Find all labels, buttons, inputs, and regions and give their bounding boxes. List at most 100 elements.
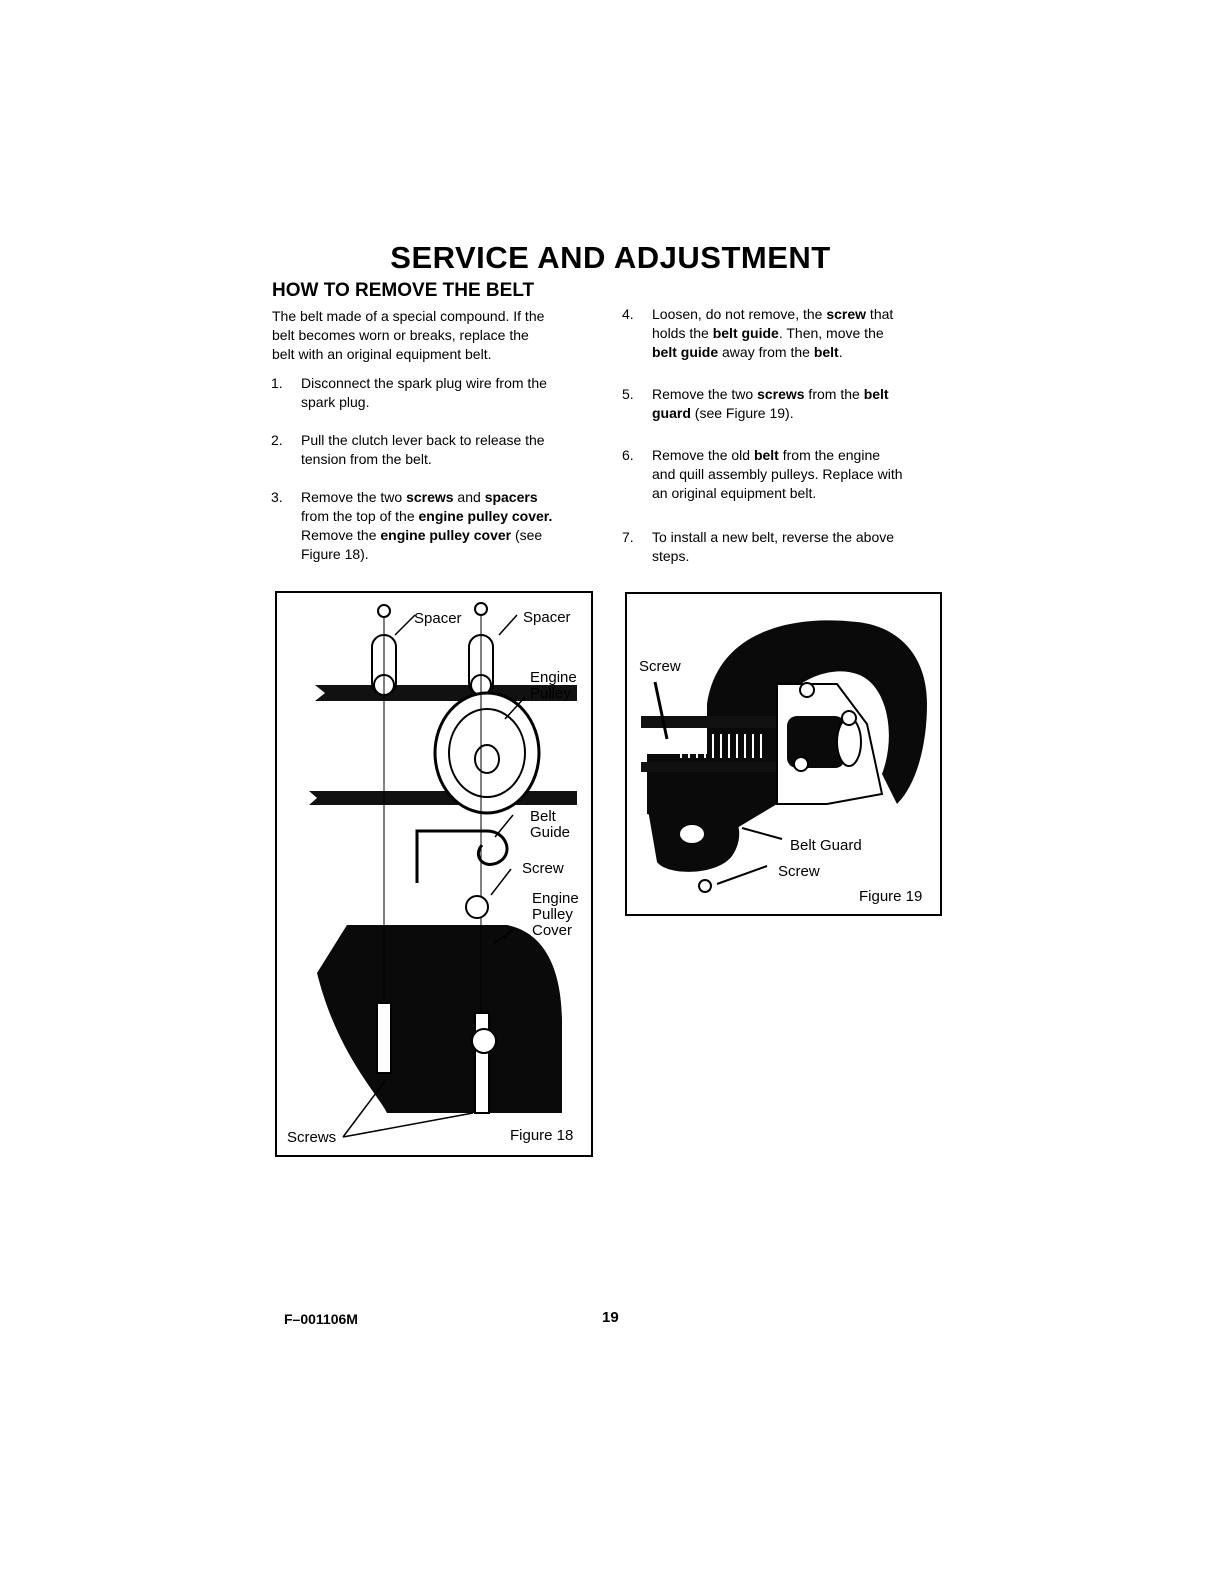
step-line: belt guide away from the belt. [652, 343, 893, 362]
step-line: Remove the old belt from the engine [652, 446, 903, 465]
figure-18-caption: Figure 18 [510, 1127, 574, 1144]
step-line: Figure 18). [301, 545, 552, 564]
step-line: Remove the two screws from the belt [652, 385, 889, 404]
step-number: 7. [622, 529, 634, 545]
step-emphasis: engine pulley cover. [418, 508, 553, 524]
step-text: Disconnect the spark plug wire from the s… [301, 374, 547, 412]
step-emphasis: belt guide [712, 325, 779, 341]
step-run: Disconnect the spark plug wire from the [301, 375, 547, 391]
step-number: 3. [271, 489, 283, 505]
label-screw: Screw [522, 860, 564, 877]
step-run: (see Figure 19). [690, 405, 794, 421]
step-text: To install a new belt, reverse the above… [652, 528, 894, 566]
instruction-step: 1. Disconnect the spark plug wire from th… [271, 374, 611, 412]
step-run: Pull the clutch lever back to release th… [301, 432, 545, 448]
step-line: from the top of the engine pulley cover. [301, 507, 552, 526]
label-cover-line: Engine [532, 890, 579, 907]
step-run: tension from the belt. [301, 451, 432, 467]
label-engine-pulley-line: Engine [530, 669, 577, 686]
step-run: Remove the [301, 527, 381, 543]
step-line: and quill assembly pulleys. Replace with [652, 465, 903, 484]
label-screws: Screws [287, 1129, 337, 1146]
step-run: from the top of the [301, 508, 419, 524]
step-run: (see [511, 527, 543, 543]
step-emphasis: screws [757, 386, 805, 402]
figure-18: Spacer Spacer Engine Pulley Belt Guide S… [275, 591, 593, 1157]
step-line: steps. [652, 547, 894, 566]
label-engine-pulley: Engine Pulley [530, 670, 577, 702]
step-run: an original equipment belt. [652, 485, 817, 501]
step-run: steps. [652, 548, 690, 564]
step-run: holds the [652, 325, 713, 341]
step-run: from the [804, 386, 864, 402]
label-belt-guide: Belt Guide [530, 809, 570, 841]
page-number: 19 [602, 1309, 619, 1326]
step-run: and quill assembly pulleys. Replace with [652, 466, 903, 482]
step-number: 6. [622, 447, 634, 463]
label-belt-guide-line: Belt [530, 808, 556, 825]
step-number: 4. [622, 306, 634, 322]
step-line: Pull the clutch lever back to release th… [301, 431, 545, 450]
figure-19-illustration [641, 620, 927, 893]
step-line: holds the belt guide. Then, move the [652, 324, 893, 343]
label-screw-top: Screw [639, 658, 681, 675]
step-line: To install a new belt, reverse the above [652, 528, 894, 547]
step-emphasis: screws [406, 489, 454, 505]
step-line: Loosen, do not remove, the screw that [652, 305, 893, 324]
step-run: . Then, move the [778, 325, 884, 341]
step-emphasis: belt guide [652, 344, 719, 360]
step-line: Disconnect the spark plug wire from the [301, 374, 547, 393]
label-spacer-left: Spacer [414, 610, 462, 627]
page-title: SERVICE AND ADJUSTMENT [390, 240, 831, 275]
step-line: an original equipment belt. [652, 484, 903, 503]
step-run: that [866, 306, 894, 322]
step-run: Remove the old [652, 447, 754, 463]
label-screw-bottom: Screw [778, 863, 820, 880]
label-cover-line: Cover [532, 922, 573, 939]
intro-line: belt becomes worn or breaks, replace the [272, 327, 529, 343]
step-emphasis: belt [813, 344, 839, 360]
step-run: Remove the two [652, 386, 758, 402]
intro-line: The belt made of a special compound. If … [272, 308, 545, 324]
step-number: 1. [271, 375, 283, 391]
intro-line: belt with an original equipment belt. [272, 346, 492, 362]
step-run: To install a new belt, reverse the above [652, 529, 895, 545]
figure-18-illustration [309, 602, 577, 1138]
figure-19-caption: Figure 19 [859, 888, 923, 905]
section-heading: HOW TO REMOVE THE BELT [272, 280, 535, 301]
figure-19: Screw Belt Guard Screw Figure 19 [625, 592, 942, 916]
step-run: Remove the two [301, 489, 407, 505]
step-run: Figure 18). [301, 546, 369, 562]
step-line: Remove the two screws and spacers [301, 488, 552, 507]
label-belt-guard: Belt Guard [790, 837, 862, 854]
step-line: Remove the engine pulley cover (see [301, 526, 552, 545]
step-emphasis: guard [652, 405, 691, 421]
footer-code: F–001106M [284, 1311, 358, 1327]
step-emphasis: belt [863, 386, 889, 402]
step-emphasis: engine pulley cover [380, 527, 512, 543]
label-engine-pulley-cover: Engine Pulley Cover [532, 891, 579, 939]
label-engine-pulley-line: Pulley [530, 685, 571, 702]
step-emphasis: spacers [484, 489, 538, 505]
step-run: . [838, 344, 843, 360]
label-cover-line: Pulley [532, 906, 573, 923]
step-text: Pull the clutch lever back to release th… [301, 431, 545, 469]
step-line: tension from the belt. [301, 450, 545, 469]
step-run: spark plug. [301, 394, 370, 410]
label-belt-guide-line: Guide [530, 824, 571, 841]
instruction-step: 2. Pull the clutch lever back to release … [271, 431, 611, 469]
step-number: 2. [271, 432, 283, 448]
step-emphasis: screw [826, 306, 867, 322]
step-number: 5. [622, 386, 634, 402]
instruction-step: 7. To install a new belt, reverse the abo… [622, 528, 962, 566]
intro-paragraph: The belt made of a special compound. If … [272, 307, 592, 364]
label-spacer-right: Spacer [523, 609, 571, 626]
